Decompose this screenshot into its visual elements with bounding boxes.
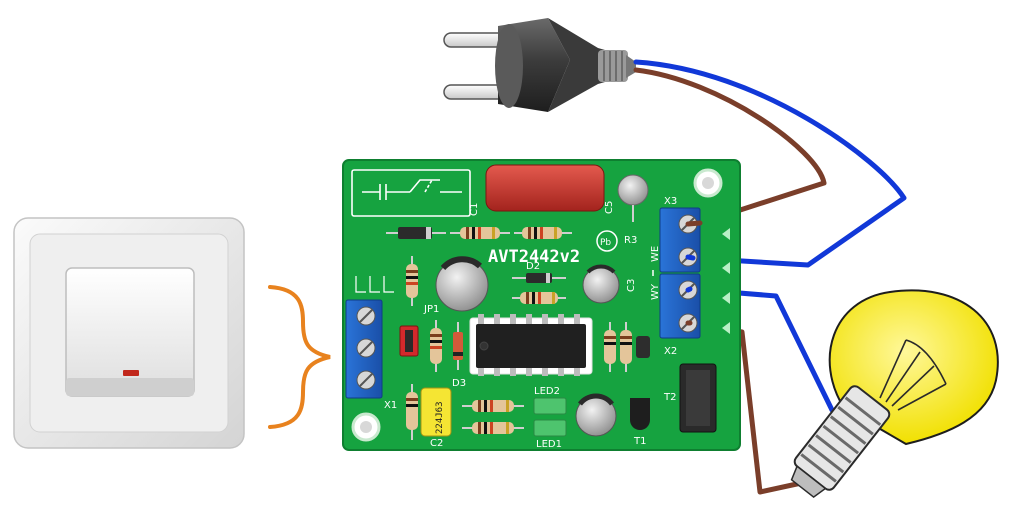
led1 bbox=[533, 419, 567, 437]
led2 bbox=[533, 397, 567, 415]
electrolytic-capacitor bbox=[435, 256, 489, 312]
electrolytic-capacitor bbox=[582, 264, 620, 304]
relay-symbol bbox=[351, 169, 471, 217]
label-x1: X1 bbox=[384, 400, 397, 411]
resistor bbox=[620, 322, 632, 372]
power-plug-icon bbox=[443, 18, 636, 112]
curly-brace-icon bbox=[268, 285, 331, 429]
resistor bbox=[462, 400, 524, 412]
resistor bbox=[406, 384, 418, 440]
mounting-hole bbox=[351, 412, 381, 442]
label-c1: C1 bbox=[469, 203, 480, 216]
label-x2: X2 bbox=[664, 346, 677, 357]
capacitor-c5 bbox=[617, 174, 649, 206]
mounting-hole bbox=[693, 168, 723, 198]
pcb-board: C1 C5 R3 AVT2442v2 Pb bbox=[342, 159, 741, 451]
resistor bbox=[514, 227, 572, 239]
label-r3: R3 bbox=[624, 235, 637, 246]
label-wy: WY bbox=[650, 283, 661, 300]
arrow-icon bbox=[722, 228, 730, 334]
light-bulb-icon bbox=[790, 289, 999, 498]
label-c2: C2 bbox=[430, 438, 443, 449]
diode-d3 bbox=[453, 322, 463, 370]
c2-marking: 224J63 bbox=[435, 401, 445, 434]
electrolytic-capacitor bbox=[575, 393, 617, 437]
label-we: WE bbox=[650, 246, 661, 262]
label-t2: T2 bbox=[663, 392, 676, 403]
transistor-t1 bbox=[630, 398, 650, 430]
label-jp1: JP1 bbox=[423, 304, 439, 315]
resistor bbox=[462, 422, 524, 434]
resistor bbox=[430, 320, 442, 372]
switch-indicator-icon bbox=[123, 370, 139, 376]
label-x3: X3 bbox=[664, 196, 677, 207]
label-pb: Pb bbox=[600, 238, 611, 248]
ic-chip bbox=[469, 314, 593, 376]
resistor bbox=[406, 256, 418, 306]
silk-marks-left bbox=[355, 276, 394, 293]
diode bbox=[386, 227, 446, 239]
label-led2: LED2 bbox=[534, 386, 560, 397]
label-t1: T1 bbox=[633, 436, 646, 447]
label-d3: D3 bbox=[452, 378, 466, 389]
diode-d2 bbox=[512, 273, 566, 283]
capacitor-c1 bbox=[485, 164, 605, 212]
brown-wire-plug bbox=[633, 67, 827, 226]
terminal-block-x1 bbox=[345, 299, 383, 399]
triac-t2 bbox=[679, 363, 717, 433]
pb-free-icon bbox=[596, 230, 618, 252]
wire-terminations bbox=[685, 220, 703, 326]
terminal-block-x2 bbox=[659, 273, 701, 339]
resistor bbox=[512, 292, 566, 304]
wall-switch-icon bbox=[13, 217, 245, 449]
resistor bbox=[450, 227, 510, 239]
label-led1: LED1 bbox=[536, 439, 562, 450]
terminal-block-x3 bbox=[659, 207, 701, 273]
label-c3: C3 bbox=[626, 279, 637, 292]
label-d2: D2 bbox=[526, 261, 540, 272]
label-c5: C5 bbox=[604, 201, 615, 214]
capacitor-c2 bbox=[420, 387, 452, 437]
board-name: AVT2442v2 bbox=[488, 247, 580, 267]
blue-wire-plug bbox=[633, 59, 907, 268]
resistor bbox=[604, 322, 616, 372]
small-capacitor bbox=[636, 336, 650, 358]
